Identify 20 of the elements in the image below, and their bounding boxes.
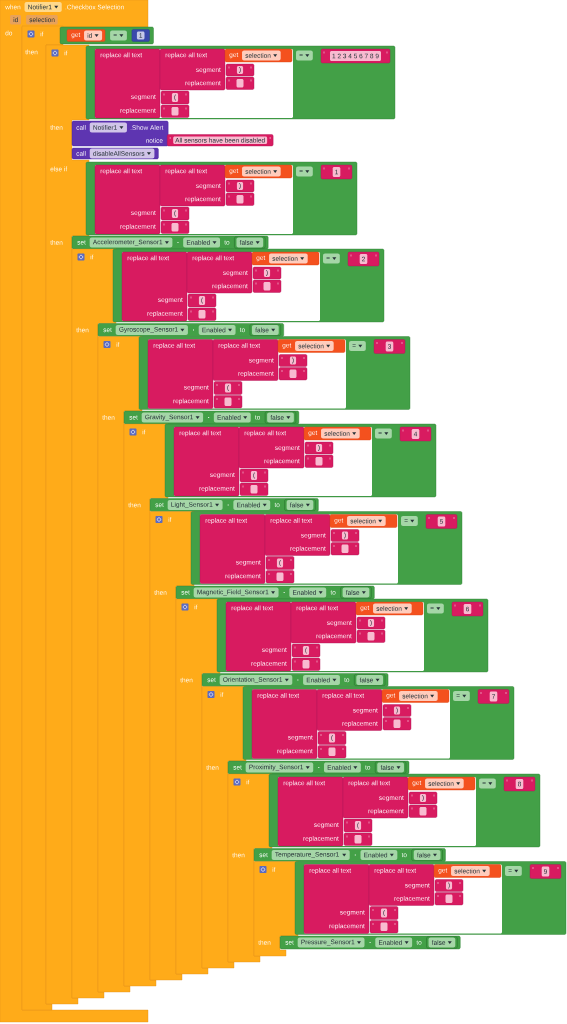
text-block	[187, 307, 217, 321]
text-block	[225, 76, 255, 90]
text-block	[382, 717, 412, 731]
text-block	[434, 892, 464, 906]
text-block	[252, 279, 282, 293]
text-block	[265, 570, 295, 584]
text-block	[278, 367, 308, 381]
text-block	[291, 657, 321, 671]
text-block	[160, 220, 190, 234]
text-block	[160, 104, 190, 118]
text-block	[317, 745, 347, 759]
text-block	[239, 482, 269, 496]
text-block	[213, 395, 243, 409]
text-block	[330, 542, 360, 556]
text-block	[356, 629, 386, 643]
text-block	[225, 192, 255, 206]
text-block	[304, 454, 334, 468]
text-block	[408, 804, 438, 818]
text-block	[369, 920, 399, 934]
text-block	[343, 832, 373, 846]
